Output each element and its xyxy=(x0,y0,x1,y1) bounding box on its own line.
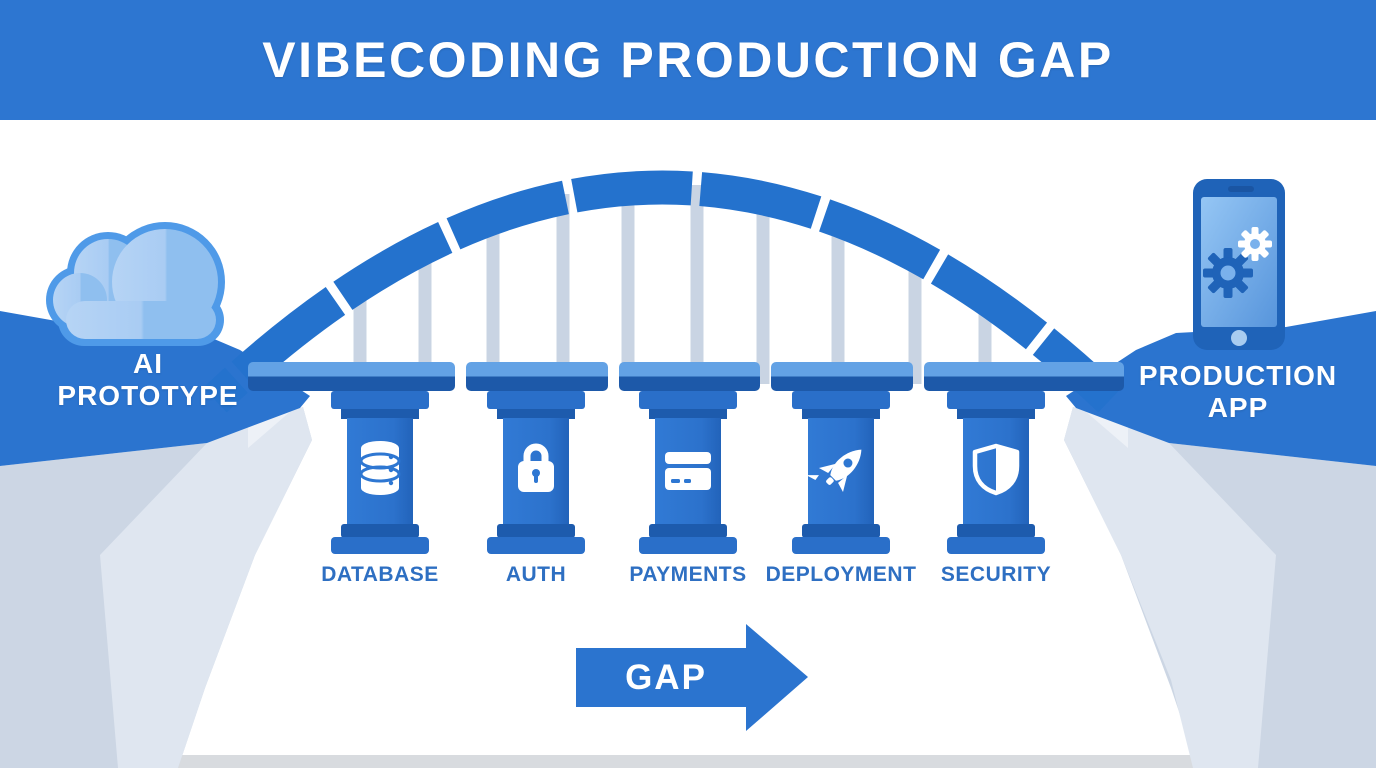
left-platform-label-line1: AI xyxy=(133,348,163,379)
lock-icon xyxy=(518,443,554,492)
pillar-label-payments: PAYMENTS xyxy=(629,563,747,586)
phone-home-button xyxy=(1231,330,1247,346)
bridge-deck xyxy=(248,362,1124,391)
gap-label: GAP xyxy=(625,658,707,697)
left-platform-label-line2: PROTOTYPE xyxy=(57,380,239,412)
suspension-cables xyxy=(353,185,992,384)
pillar-database xyxy=(331,391,429,554)
right-platform-label: PRODUCTION APP xyxy=(1118,360,1358,425)
smartphone-icon xyxy=(1193,179,1285,350)
credit-card-icon xyxy=(665,452,711,490)
gear-icon-large xyxy=(1203,248,1253,298)
pillar-label-security: SECURITY xyxy=(940,563,1052,586)
title-bar: VIBECODING PRODUCTION GAP xyxy=(0,0,1376,120)
ground-strip xyxy=(0,755,1376,768)
bridge-arch xyxy=(203,170,1122,413)
pillar-security xyxy=(947,391,1045,554)
right-platform-label-line1: PRODUCTION xyxy=(1138,360,1338,391)
cloud-icon xyxy=(46,222,225,346)
right-platform xyxy=(1066,311,1376,466)
gap-arrow xyxy=(576,624,808,731)
left-platform xyxy=(0,311,310,466)
pillar-label-database: DATABASE xyxy=(321,563,439,586)
page-title: VIBECODING PRODUCTION GAP xyxy=(262,32,1114,88)
pillar-label-deployment: DEPLOYMENT xyxy=(765,563,917,586)
left-platform-label: AI PROTOTYPE xyxy=(18,348,278,413)
bridge-pillars xyxy=(331,391,1045,554)
phone-speaker xyxy=(1228,186,1254,192)
rocket-icon xyxy=(806,449,862,493)
right-platform-label-line2: APP xyxy=(1207,392,1269,424)
pillar-label-auth: AUTH xyxy=(505,563,567,586)
pillar-auth xyxy=(487,391,585,554)
gear-icon-small xyxy=(1238,227,1272,261)
database-icon xyxy=(359,441,401,495)
shield-icon xyxy=(972,443,1020,496)
